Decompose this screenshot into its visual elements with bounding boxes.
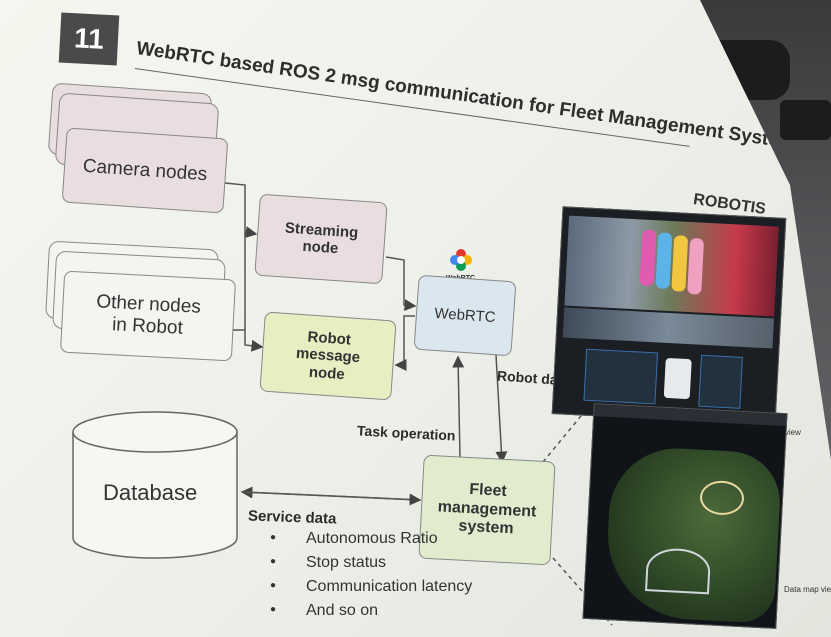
list-item: Communication latency [270,578,472,602]
list-item: And so on [270,602,472,626]
robot-status-card [663,357,692,400]
robot-card [639,229,657,287]
list-item: Stop status [270,554,472,578]
fleet-line1: Fleet [468,481,508,501]
database-cylinder [70,410,240,560]
control-panel [698,354,743,409]
service-data-list: Autonomous Ratio Stop status Communicati… [270,530,472,626]
control-panel [583,348,659,405]
camera-nodes-box: Camera nodes [61,127,229,214]
streaming-node-line2: node [301,237,339,258]
robot-card [655,232,673,289]
camera-nodes-label: Camera nodes [82,155,208,185]
other-nodes-line2: in Robot [111,314,184,339]
ceiling-fixture [780,100,831,140]
data-map-view-screenshot [582,403,788,629]
webrtc-box: WebRTC [413,274,517,357]
robot-card [687,237,705,295]
satellite-map [603,445,783,624]
cockpit-view-screenshot [551,206,787,426]
webrtc-logo-icon [448,247,474,273]
robot-message-line3: node [308,363,346,383]
data-map-view-label: Data map view [784,585,831,594]
service-data-title: Service data [247,507,337,528]
database-label: Database [103,480,198,505]
other-nodes-box: Other nodes in Robot [59,270,237,362]
webrtc-box-label: WebRTC [433,304,497,326]
robot-message-node-box: Robot message node [259,311,397,401]
robot-card [671,235,689,292]
streaming-node-box: Streaming node [254,193,388,285]
list-item: Autonomous Ratio [270,530,472,554]
robot-message-line2: message [295,345,361,367]
